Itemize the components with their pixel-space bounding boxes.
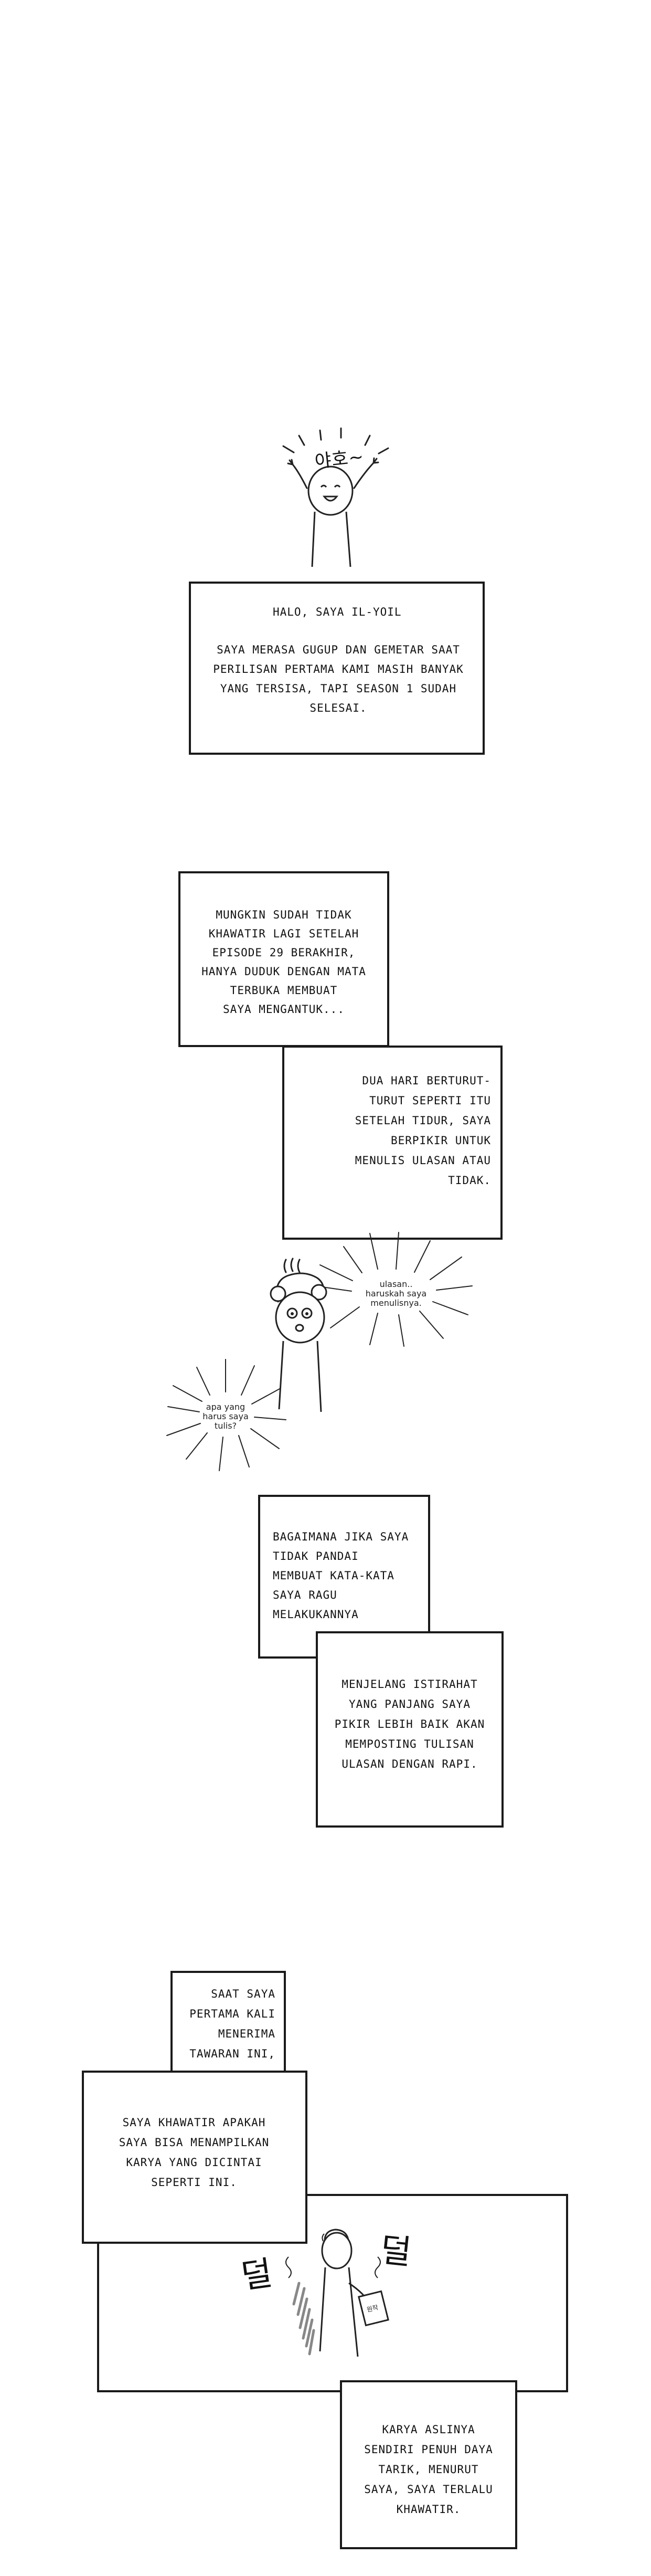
caption-box-original: [340, 2380, 517, 2549]
caption-worry-text: SAYA KHAWATIR APAKAH SAYA BISA MENAMPILK…: [119, 2116, 270, 2189]
burst-left-line-3: tulis?: [215, 1421, 237, 1431]
intro-greeting: HALO, SAYA IL-YOIL: [273, 606, 402, 618]
trembling-character-illustration: 원작: [285, 2229, 389, 2357]
caption-sleepy-text: MUNGKIN SUDAH TIDAK KHAWATIR LAGI SETELA…: [201, 909, 366, 1016]
caption-box-worry: [82, 2071, 307, 2244]
sfx-tremble-left: 덜: [239, 2254, 275, 2297]
burst-left-line-1: apa yang: [206, 1402, 245, 1412]
caption-offer-text: SAAT SAYA PERTAMA KALI MENERIMA TAWARAN …: [189, 1988, 275, 2060]
caption-doubt-text: BAGAIMANA JIKA SAYA TIDAK PANDAI MEMBUAT…: [273, 1530, 409, 1621]
caption-original-text: KARYA ASLINYA SENDIRI PENUH DAYA TARIK, …: [364, 2423, 493, 2516]
paper-label: 원작: [366, 2304, 379, 2314]
burst-right-line-1: ulasan..: [380, 1279, 413, 1289]
intro-caption-box: [189, 582, 485, 755]
thought-burst-right: [314, 1232, 473, 1347]
burst-right-line-3: menulisnya.: [370, 1298, 421, 1308]
caption-box-offer: [170, 1971, 286, 2085]
burst-left-line-2: harus saya: [202, 1411, 249, 1421]
thought-burst-left: [166, 1359, 286, 1471]
worried-character-illustration: ulasan.. haruskah saya menulisnya. apa y…: [166, 1232, 473, 1471]
caption-rest-text: MENJELANG ISTIRAHAT YANG PANJANG SAYA PI…: [334, 1678, 485, 1770]
intro-body: SAYA MERASA GUGUP DAN GEMETAR SAAT PERIL…: [213, 643, 464, 714]
burst-right-line-2: haruskah saya: [366, 1289, 426, 1298]
caption-box-two-days: [282, 1046, 503, 1240]
caption-box-sleepy: [178, 871, 389, 1047]
sfx-tremble-right: 덜: [378, 2231, 414, 2273]
caption-box-rest: [316, 1631, 504, 1828]
cheering-character-illustration: [282, 427, 389, 567]
caption-two-days-text: DUA HARI BERTURUT- TURUT SEPERTI ITU SET…: [355, 1074, 491, 1187]
